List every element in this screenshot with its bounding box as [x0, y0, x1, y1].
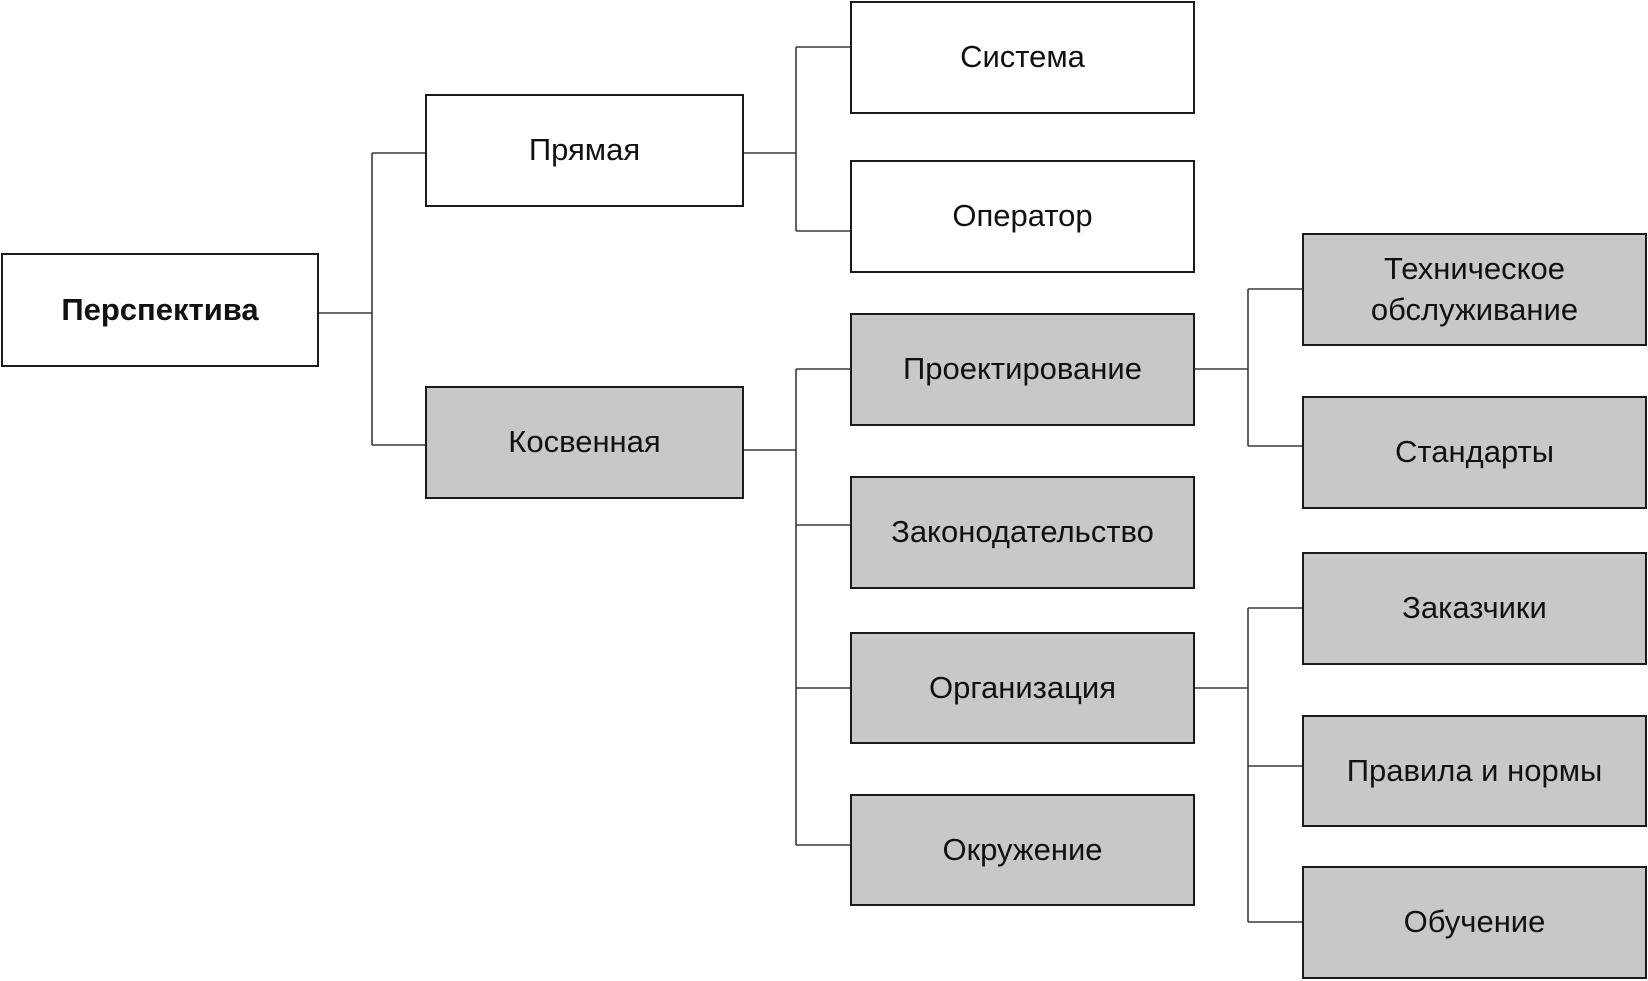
node-operator-label: Оператор	[952, 198, 1093, 234]
connector-kosvennaya-branch	[744, 368, 850, 846]
node-operator: Оператор	[850, 160, 1195, 273]
node-kosvennaya: Косвенная	[425, 386, 744, 499]
node-tekh-obsl-label: Техническое обслуживание	[1370, 251, 1579, 327]
node-sistema-label: Система	[960, 39, 1085, 75]
node-perspektiva-label: Перспектива	[61, 291, 259, 327]
node-proektirovanie-label: Проектирование	[903, 351, 1142, 387]
connector-organizatsiya-branch	[1195, 607, 1302, 923]
node-obuchenie-label: Обучение	[1403, 904, 1546, 940]
connector-pryamaya-branch	[744, 46, 850, 232]
node-okruzhenie-label: Окружение	[942, 831, 1103, 867]
node-standarty-label: Стандарты	[1395, 434, 1554, 470]
node-standarty: Стандарты	[1302, 396, 1647, 509]
node-zakazchiki: Заказчики	[1302, 552, 1647, 665]
node-perspektiva: Перспектива	[1, 253, 319, 367]
node-zakonodatelstvo: Законодательство	[850, 476, 1195, 589]
node-pravila-label: Правила и нормы	[1346, 752, 1603, 788]
node-pryamaya: Прямая	[425, 94, 744, 207]
node-kosvennaya-label: Косвенная	[508, 424, 661, 460]
node-tekh-obsl: Техническое обслуживание	[1302, 233, 1647, 346]
node-sistema: Система	[850, 1, 1195, 114]
node-organizatsiya-label: Организация	[929, 669, 1116, 705]
node-proektirovanie: Проектирование	[850, 313, 1195, 426]
node-organizatsiya: Организация	[850, 632, 1195, 744]
node-obuchenie: Обучение	[1302, 866, 1647, 979]
node-zakonodatelstvo-label: Законодательство	[891, 514, 1154, 550]
node-zakazchiki-label: Заказчики	[1402, 590, 1547, 626]
connector-proektirovanie-branch	[1195, 288, 1302, 447]
node-pryamaya-label: Прямая	[528, 132, 641, 168]
connector-perspektiva-branch	[319, 152, 425, 446]
node-okruzhenie: Окружение	[850, 794, 1195, 906]
node-pravila: Правила и нормы	[1302, 715, 1647, 827]
